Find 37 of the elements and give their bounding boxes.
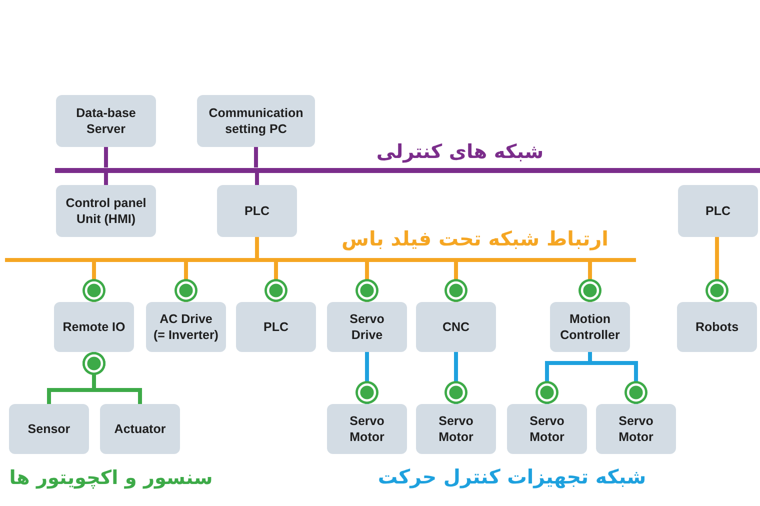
connector-line [706, 237, 728, 302]
connector-line [356, 262, 378, 302]
connector-line [255, 172, 259, 185]
device-box: PLC [217, 185, 297, 237]
device-box: Servo Motor [327, 404, 407, 454]
group-label: شبکه تجهیزات کنترل حرکت [378, 466, 646, 490]
connector-line [444, 352, 468, 404]
group-label: سنسور و اکچویتور ها [9, 466, 213, 490]
device-box: Servo Drive [327, 302, 407, 352]
device-box: Motion Controller [550, 302, 630, 352]
device-box: Robots [677, 302, 757, 352]
device-box: Sensor [9, 404, 89, 454]
connector-line [254, 147, 258, 168]
connector-line [444, 262, 468, 302]
device-box: Actuator [100, 404, 180, 454]
connector-line [264, 262, 288, 302]
device-box: Servo Motor [507, 404, 587, 454]
network-label: شبکه های کنترلی [376, 140, 544, 164]
device-box: Control panel Unit (HMI) [56, 185, 156, 237]
connector-line [82, 262, 106, 302]
connector-line [104, 147, 108, 168]
connector-line [82, 352, 142, 404]
device-box: CNC [416, 302, 496, 352]
device-box: Servo Motor [416, 404, 496, 454]
device-box: Communication setting PC [197, 95, 315, 147]
device-box: PLC [236, 302, 316, 352]
connector-line [255, 237, 259, 258]
network-label: ارتباط شبکه تحت فیلد باس [342, 228, 608, 252]
device-box: AC Drive (= Inverter) [146, 302, 226, 352]
device-box: Servo Motor [596, 404, 676, 454]
device-box: Data-base Server [56, 95, 156, 147]
connector-line [356, 352, 378, 404]
device-box: Remote IO [54, 302, 134, 352]
device-box: PLC [678, 185, 758, 237]
connector-line [174, 262, 198, 302]
connector-line [578, 262, 602, 302]
connector-line [104, 172, 108, 185]
